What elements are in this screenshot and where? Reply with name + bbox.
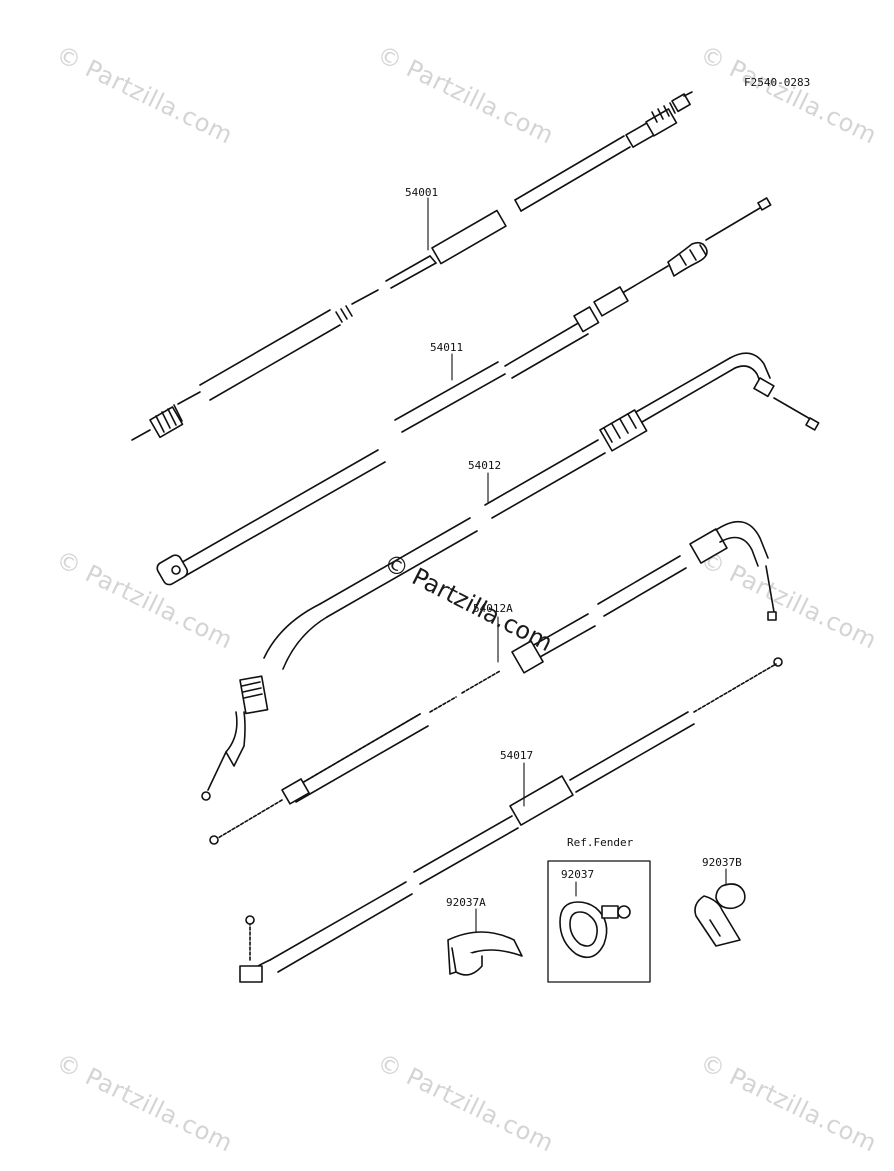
part-label-54012a: 54012A <box>473 602 513 615</box>
figure-id: F2540-0283 <box>744 76 811 89</box>
part-label-54012: 54012 <box>468 459 502 472</box>
speedometer-cable-middle <box>385 209 507 289</box>
throttle-cable <box>201 352 820 801</box>
part-label-92037b: 92037B <box>702 856 742 869</box>
part-label-92037: 92037 <box>561 868 595 881</box>
clamp-part <box>559 901 631 959</box>
part-label-92037a: 92037A <box>446 896 486 909</box>
part-label-54017: 54017 <box>500 749 534 762</box>
choke-cable <box>239 657 783 983</box>
clamp-b-part <box>694 883 746 947</box>
clamp-a-part <box>447 931 523 976</box>
part-label-54001: 54001 <box>405 186 439 199</box>
speedometer-cable-upper <box>514 91 693 212</box>
leader-lines <box>427 197 727 937</box>
speedometer-cable-lower <box>131 289 379 441</box>
ref-fender-label: Ref.Fender <box>567 836 634 849</box>
ref-fender-box <box>547 860 651 983</box>
throttle-cable-a <box>209 520 777 845</box>
clutch-cable <box>156 197 772 586</box>
part-label-54011: 54011 <box>430 341 464 354</box>
